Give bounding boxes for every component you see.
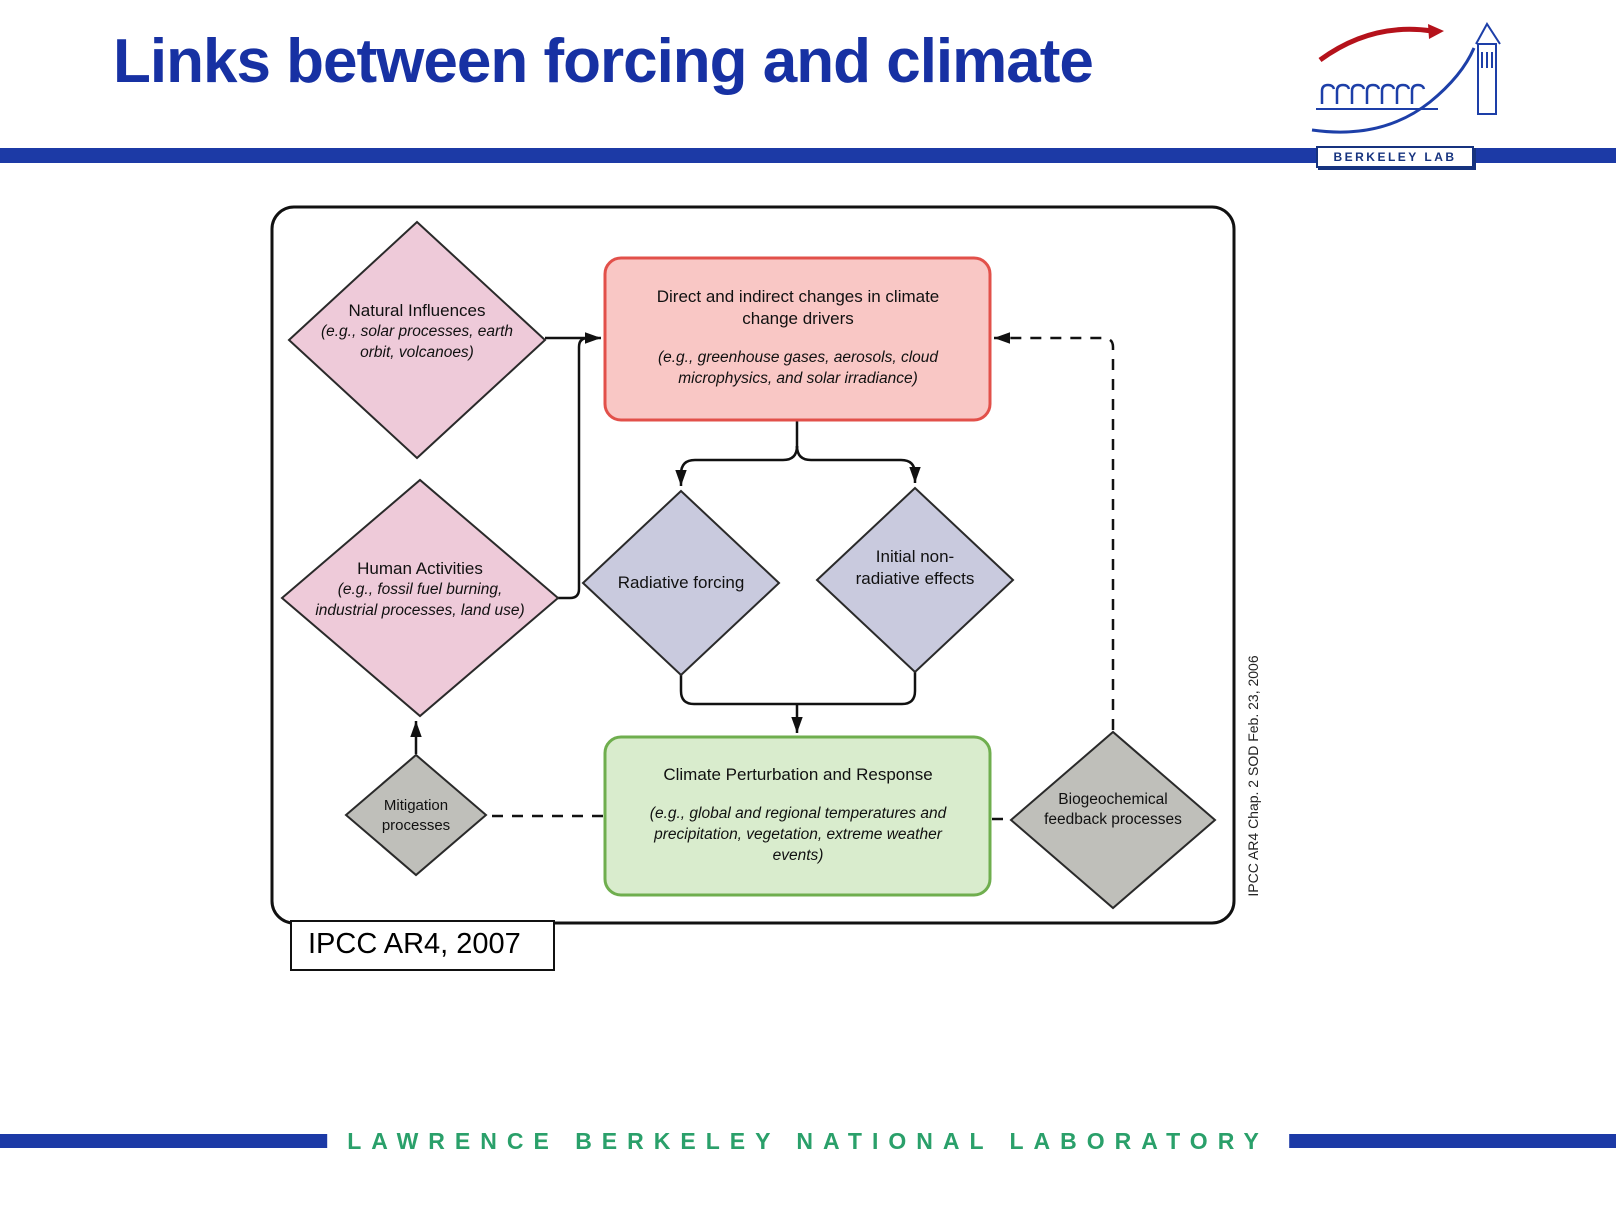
biogeochemical-title: Biogeochemical feedback processes	[1044, 791, 1182, 829]
dashed-biogeochemical-to-drivers	[994, 332, 1115, 730]
arrow-radiative-to-merge	[679, 675, 797, 706]
arrow-drivers-to-nonradiative	[795, 445, 921, 483]
source-caption: IPCC AR4, 2007	[290, 920, 555, 971]
climate-perturbation-box	[603, 735, 992, 897]
logo-swoosh	[1311, 47, 1476, 134]
human-activities-label: Human Activities (e.g., fossil fuel burn…	[292, 558, 548, 622]
nonradiative-effects-title: Initial non-radiative effects	[855, 547, 975, 589]
side-note: IPCC AR4 Chap. 2 SOD Feb. 23, 2006	[1245, 655, 1261, 897]
page-title: Links between forcing and climate	[113, 27, 1094, 96]
berkeley-lab-wordmark: BERKELEY LAB	[1316, 146, 1474, 168]
logo-campanile	[1475, 22, 1501, 115]
mitigation-title: Mitigation processes	[381, 797, 451, 834]
dashed-links	[489, 332, 1115, 821]
natural-influences-subtitle: (e.g., solar processes, earth orbit, vol…	[320, 323, 514, 362]
diagram-border	[270, 205, 1236, 925]
radiative-forcing-diamond	[581, 489, 781, 677]
berkeley-lab-logo: BERKELEY LAB	[1310, 16, 1520, 174]
mitigation-label: Mitigation processes	[356, 796, 476, 835]
nonradiative-effects-label: Initial non-radiative effects	[845, 546, 985, 590]
arrow-drivers-to-radiative	[675, 445, 799, 486]
climate-drivers-title: Direct and indirect changes in climate c…	[656, 287, 940, 329]
climate-drivers-subtitle: (e.g., greenhouse gases, aerosols, cloud…	[657, 349, 939, 388]
footer-text: LAWRENCE BERKELEY NATIONAL LABORATORY	[327, 1122, 1289, 1160]
human-activities-diamond	[280, 478, 560, 718]
human-activities-subtitle: (e.g., fossil fuel burning, industrial p…	[315, 581, 525, 620]
logo-arches	[1320, 83, 1426, 104]
nonradiative-effects-diamond	[815, 486, 1015, 674]
climate-perturbation-label: Climate Perturbation and Response (e.g.,…	[618, 764, 978, 867]
natural-influences-title: Natural Influences	[348, 301, 486, 320]
radiative-forcing-label: Radiative forcing	[591, 572, 771, 594]
radiative-forcing-title: Radiative forcing	[617, 573, 745, 592]
climate-perturbation-title: Climate Perturbation and Response	[663, 765, 933, 784]
natural-influences-diamond	[287, 220, 547, 460]
natural-influences-label: Natural Influences (e.g., solar processe…	[297, 300, 537, 364]
biogeochemical-diamond	[1009, 730, 1217, 910]
arrow-nonradiative-to-merge	[797, 672, 917, 706]
logo-red-arc	[1318, 26, 1433, 63]
biogeochemical-label: Biogeochemical feedback processes	[1028, 790, 1198, 830]
human-activities-title: Human Activities	[357, 559, 483, 578]
climate-drivers-box	[603, 256, 992, 422]
berkeley-lab-logo-art	[1311, 22, 1501, 134]
mitigation-diamond	[344, 753, 488, 877]
footer: LAWRENCE BERKELEY NATIONAL LABORATORY	[0, 1122, 1616, 1164]
logo-red-arrowhead	[1428, 24, 1444, 39]
header-divider-bar	[0, 148, 1616, 163]
arrow-human-to-drivers	[558, 336, 598, 600]
solid-arrows	[410, 332, 921, 754]
climate-drivers-label: Direct and indirect changes in climate c…	[618, 286, 978, 390]
climate-perturbation-subtitle: (e.g., global and regional temperatures …	[649, 805, 947, 864]
